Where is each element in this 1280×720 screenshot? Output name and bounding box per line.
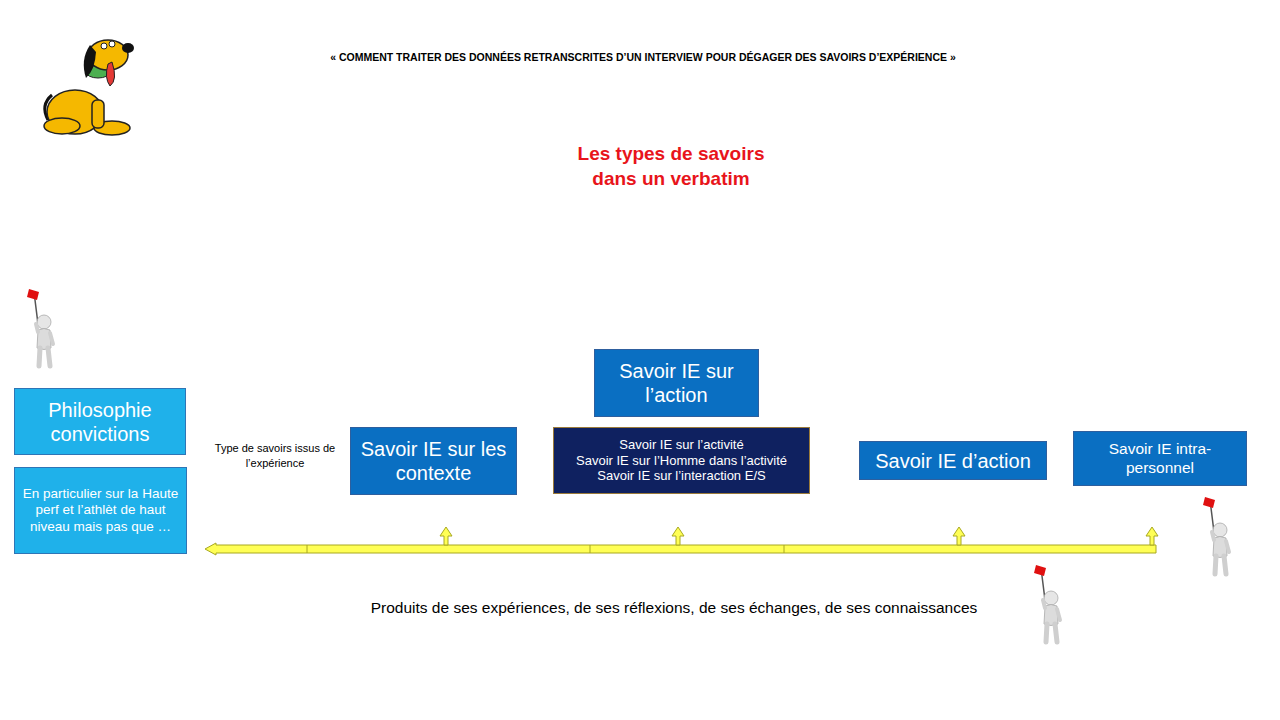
node-text: Philosophie convictions [21,398,179,446]
title-block: Les types de savoirs dans un verbatim [561,142,781,191]
header-text: « COMMENT TRAITER DES DONNÉES RETRANSCRI… [330,51,956,63]
knowledge-box: Savoir IE d’action [859,441,1047,480]
bar-joints [307,545,784,553]
knowledge-box: Savoir IE sur les contexte [350,427,517,495]
caption-text-box: Produits de ses expériences, de ses réfl… [274,598,1074,619]
title: Les types de savoirs dans un verbatim [578,143,765,189]
note-box: En particulier sur la Haute perf et l’at… [14,467,187,554]
philosophy-box: Philosophie convictions [14,388,186,455]
knowledge-box: Savoir IE sur l’action [594,349,759,417]
node-text: Savoir IE sur l’action [601,359,752,407]
side-note: Type de savoirs issus de l’expérience [215,442,335,469]
flag-figure [1034,565,1060,642]
knowledge-detail-box: Savoir IE sur l’activitéSavoir IE sur l’… [553,427,810,494]
node-text: En particulier sur la Haute perf et l’at… [21,486,180,535]
node-text: Savoir IE intra-personnel [1080,440,1240,477]
node-text: Savoir IE d’action [875,449,1031,473]
yellow-arrows [205,527,1158,555]
flag-figure [27,289,53,366]
flag-figure [1203,497,1229,574]
pluto-illustration [44,40,134,135]
node-text: Savoir IE sur les contexte [357,437,510,485]
node-text: Savoir IE sur l’activité [619,437,743,453]
node-text: Savoir IE sur l’interaction E/S [597,468,765,484]
side-note-box: Type de savoirs issus de l’expérience [212,441,338,471]
caption-text: Produits de ses expériences, de ses réfl… [371,599,978,616]
knowledge-box: Savoir IE intra-personnel [1073,431,1247,486]
node-text: Savoir IE sur l’Homme dans l’activité [576,453,787,469]
header-text-box: « COMMENT TRAITER DES DONNÉES RETRANSCRI… [193,50,1093,64]
